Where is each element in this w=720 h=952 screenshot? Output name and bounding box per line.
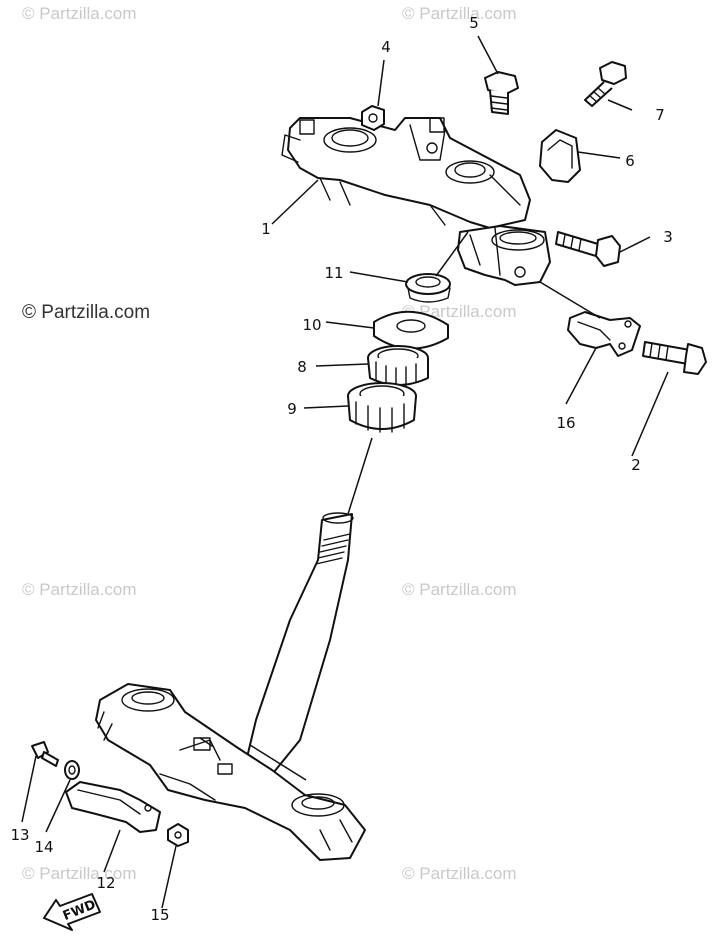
callout-5: 5 (469, 14, 479, 32)
clamp-part-16[interactable] (567, 311, 641, 357)
bolt-part-7[interactable] (584, 61, 627, 107)
callout-7: 7 (655, 106, 665, 124)
callout-1: 1 (261, 220, 271, 238)
holder-part-6[interactable] (539, 129, 581, 183)
washer-part-10[interactable] (373, 310, 449, 350)
watermark-top-right: © Partzilla.com (402, 4, 517, 23)
upper-bracket-part[interactable] (281, 117, 531, 229)
clamp-block[interactable] (457, 225, 551, 286)
clamp-part-12[interactable] (65, 781, 161, 833)
callout-15: 15 (150, 906, 169, 924)
watermark-low-left: © Partzilla.com (22, 580, 137, 599)
bolt-part-13[interactable] (31, 741, 59, 767)
leader-lines (21, 35, 669, 909)
callout-11: 11 (324, 264, 343, 282)
callout-2: 2 (631, 456, 641, 474)
fwd-arrow-icon: FWD (43, 893, 101, 931)
bolt-part-3[interactable] (555, 231, 621, 267)
steering-stem[interactable] (243, 512, 354, 773)
nut-part-15[interactable] (167, 823, 189, 847)
callout-10: 10 (302, 316, 321, 334)
washer-part-14[interactable] (64, 760, 80, 780)
bolt-part-5[interactable] (484, 71, 519, 115)
callout-6: 6 (625, 152, 635, 170)
callout-3: 3 (663, 228, 673, 246)
callout-9: 9 (287, 400, 297, 418)
callout-12: 12 (96, 874, 115, 892)
callout-4: 4 (381, 38, 391, 56)
watermark-primary: © Partzilla.com (22, 302, 151, 323)
bearing-part-8[interactable] (367, 345, 429, 387)
bearing-part-9[interactable] (347, 382, 417, 433)
callout-14: 14 (34, 838, 53, 856)
watermark-bottom-left: © Partzilla.com (22, 864, 137, 883)
callout-13: 13 (10, 826, 29, 844)
nut-part-4[interactable] (361, 105, 385, 131)
bolt-part-2[interactable] (642, 341, 707, 375)
lower-bracket[interactable] (95, 683, 366, 861)
watermark-low-right: © Partzilla.com (402, 580, 517, 599)
callout-16: 16 (556, 414, 575, 432)
watermark-top-left: © Partzilla.com (22, 4, 137, 23)
watermark-bottom-right: © Partzilla.com (402, 864, 517, 883)
nut-part-11[interactable] (405, 273, 451, 303)
callout-8: 8 (297, 358, 307, 376)
